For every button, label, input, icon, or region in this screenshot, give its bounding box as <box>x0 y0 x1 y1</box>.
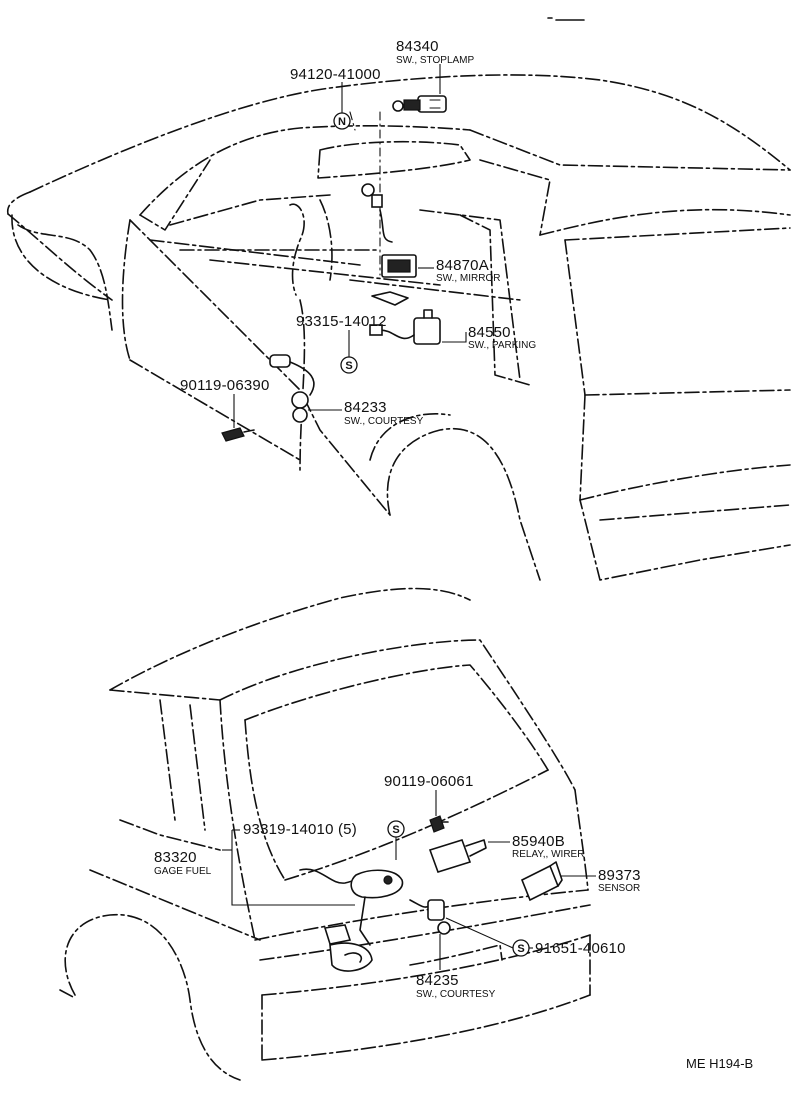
screw-symbol-s-rear-top: S <box>387 820 405 838</box>
label-94120-41000: 94120-41000 <box>290 66 381 83</box>
part-fuel-gage-harness <box>299 868 404 972</box>
label-84235: 84235 <box>416 972 459 989</box>
label-90119-06390: 90119-06390 <box>180 377 270 394</box>
label-91651-40610: 91651-40610 <box>535 940 626 957</box>
part-courtesy-switch-front <box>269 354 315 423</box>
label-84870a: 84870A <box>436 257 489 274</box>
desc-84550: SW., PARKING <box>468 340 536 351</box>
leader-lines <box>222 64 596 970</box>
svg-text:S: S <box>517 943 524 955</box>
part-courtesy-switch-rear <box>409 899 451 935</box>
desc-85940b: RELAY,, WIRER <box>512 849 584 860</box>
label-83320: 83320 <box>154 849 197 866</box>
screw-symbol-s-top: S <box>340 356 358 374</box>
part-sensor <box>520 861 563 902</box>
label-93315-14012: 93315-14012 <box>296 313 387 330</box>
diagram-reference: ME H194-B <box>686 1056 753 1071</box>
label-89373: 89373 <box>598 867 641 884</box>
svg-text:N: N <box>338 116 346 128</box>
label-93319-14010: 93319-14010 (5) <box>243 821 357 838</box>
svg-text:S: S <box>392 824 399 836</box>
nut-symbol-n: N <box>333 112 351 130</box>
labels-top: 84340 SW., STOPLAMP 94120-41000 84870A S… <box>180 38 536 427</box>
desc-84870a: SW., MIRROR <box>436 273 500 284</box>
desc-89373: SENSOR <box>598 883 640 894</box>
labels-rear: 90119-06061 93319-14010 (5) 85940B RELAY… <box>154 773 641 1000</box>
corner-mark <box>547 17 585 21</box>
rear-car-outline <box>59 587 591 1081</box>
screw-symbol-s-rear-right: S <box>512 939 530 957</box>
label-90119-06061: 90119-06061 <box>384 773 474 790</box>
desc-84340: SW., STOPLAMP <box>396 55 474 66</box>
desc-83320: GAGE FUEL <box>154 866 212 877</box>
part-screw-90119-06390 <box>221 427 255 442</box>
svg-text:S: S <box>345 360 352 372</box>
part-screw-90119-06061 <box>429 815 449 833</box>
part-wiper-relay <box>428 839 487 873</box>
part-stoplamp-switch <box>392 95 447 113</box>
desc-84235: SW., COURTESY <box>416 989 496 1000</box>
label-84340: 84340 <box>396 38 439 55</box>
part-small-clip-top <box>361 183 393 243</box>
part-mirror-switch <box>371 254 417 306</box>
part-parking-switch <box>369 309 441 345</box>
label-85940b: 85940B <box>512 833 565 850</box>
desc-84233: SW., COURTESY <box>344 416 424 427</box>
label-84550: 84550 <box>468 324 511 341</box>
top-car-outline <box>6 74 791 581</box>
label-84233: 84233 <box>344 399 387 416</box>
